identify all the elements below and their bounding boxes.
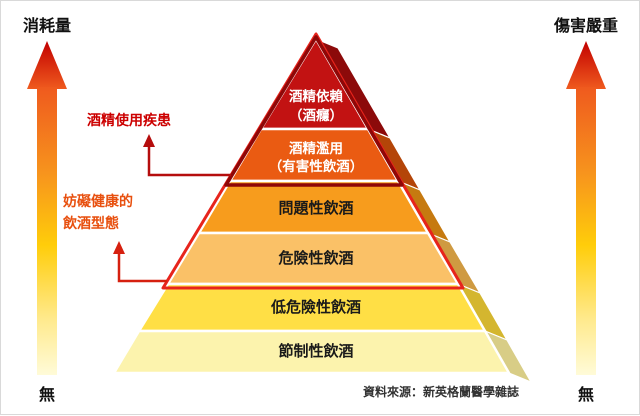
pyramid-front-faces	[112, 37, 511, 375]
right-axis-none-label: 無	[578, 385, 594, 404]
annotation-unhealthy-label-line2: 飲酒型態	[62, 215, 119, 232]
left-axis-none-label: 無	[39, 385, 55, 404]
right-axis-title: 傷害嚴重	[553, 16, 618, 35]
annotation-disorder-label: 酒精使用疾患	[87, 112, 171, 129]
level-1-label-line2: （酒癮）	[289, 107, 343, 124]
right-arrow-shaft	[576, 87, 596, 375]
annotation-unhealthy-arrow-line	[117, 250, 167, 283]
annotation-unhealthy-arrowhead-icon	[113, 241, 125, 254]
level-2-label-line2: （有害性飲酒）	[269, 158, 364, 175]
level-1-label-line1: 酒精依賴	[289, 88, 343, 105]
left-arrow-head-icon	[27, 41, 67, 89]
pyramid-level-6	[112, 329, 511, 375]
annotation-unhealthy-label-line1: 妨礙健康的	[62, 193, 133, 210]
outline-alcohol-disorder-top2	[224, 35, 404, 187]
annotation-disorder-arrow-line	[147, 143, 231, 177]
annotation-alcohol-use-disorder: 酒精使用疾患	[87, 112, 231, 177]
left-axis-title: 消耗量	[23, 16, 71, 35]
level-4-label: 危險性飲酒	[278, 249, 353, 267]
annotation-disorder-arrowhead-icon	[143, 134, 155, 147]
level-3-label: 問題性飲酒	[278, 199, 353, 217]
right-arrow-head-icon	[566, 41, 606, 89]
right-axis: 傷害嚴重 無	[553, 16, 618, 404]
left-axis: 消耗量 無	[23, 16, 71, 404]
level-2-label-line1: 酒精濫用	[289, 140, 343, 157]
left-arrow-shaft	[37, 87, 57, 375]
level-6-label: 節制性飲酒	[278, 342, 353, 360]
pyramid-level-labels: 酒精依賴 （酒癮） 酒精濫用 （有害性飲酒） 問題性飲酒 危險性飲酒 低危險性飲…	[269, 88, 364, 360]
level-5-label: 低危險性飲酒	[270, 298, 361, 316]
source-credit: 資料來源：新英格蘭醫學雜誌	[363, 384, 519, 399]
annotation-unhealthy-drinking: 妨礙健康的 飲酒型態	[62, 193, 167, 283]
